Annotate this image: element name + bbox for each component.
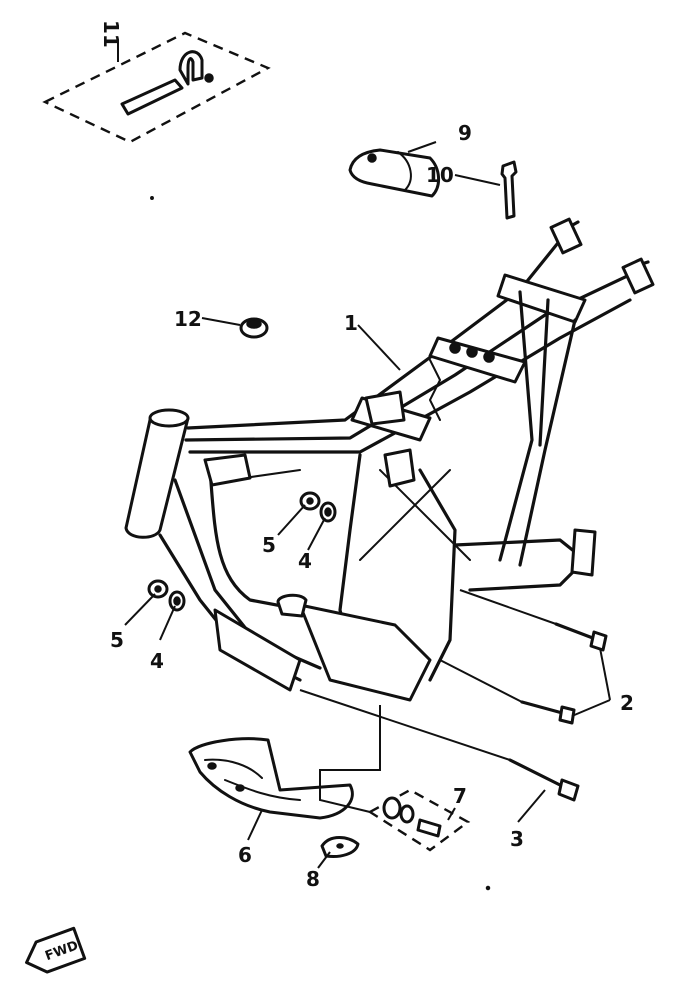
- frame-upper-gusset: [364, 390, 406, 426]
- part-2-bolt-upper: [554, 622, 608, 652]
- part-5-nut-upper: [299, 491, 321, 511]
- part-4-collar-lower: [168, 590, 186, 612]
- part-12-grommet: [239, 317, 269, 339]
- part-12-grommet-hole: [246, 319, 262, 329]
- frame-plate-hole: [483, 351, 495, 363]
- callout-12: 12: [174, 307, 202, 331]
- frame-top-rail-inner: [188, 298, 632, 454]
- callout-8: 8: [306, 867, 320, 891]
- part-5-nut-lower: [147, 579, 169, 599]
- callout-4-upper: 4: [298, 549, 312, 573]
- part-10-clip-body: [500, 160, 518, 220]
- part-11-dashed-outline: [42, 31, 271, 144]
- callout-3: 3: [510, 827, 524, 851]
- callout-10: 10: [426, 163, 454, 187]
- part-11-clip: [204, 73, 214, 83]
- frame-head-tube: [124, 410, 190, 539]
- fwd-arrow-icon: [25, 926, 87, 974]
- part-11-hook: [178, 50, 204, 86]
- callout-5-upper: 5: [262, 533, 276, 557]
- callout-9: 9: [458, 121, 472, 145]
- callout-7: 7: [453, 784, 467, 808]
- part-11-group: [42, 31, 271, 144]
- part-6-skid-plate-ridge: [204, 758, 263, 779]
- frame-rear-tab-right: [621, 257, 655, 295]
- part-8-plate: [320, 836, 360, 858]
- part-7-dashed-outline: [367, 788, 471, 852]
- frame-rear-stay-left: [498, 290, 534, 562]
- frame-cradle-left: [208, 468, 332, 617]
- part-7-bolt: [416, 818, 442, 838]
- frame-rear-stay-right: [518, 318, 577, 567]
- part-11-bracket: [120, 78, 184, 116]
- part-6-skid-plate-hole: [207, 762, 217, 770]
- frame-small-bracket: [276, 593, 308, 618]
- frame-head-tube-top: [148, 408, 190, 428]
- part-4-collar-upper: [319, 501, 337, 523]
- part-6-skid-plate: [188, 737, 354, 820]
- callout-2: 2: [620, 691, 634, 715]
- frame-cross-plate-mid: [428, 336, 527, 384]
- scan-specks: [150, 196, 491, 891]
- part-7-washer: [382, 796, 402, 820]
- callout-numbers: 11 9 10 12 1 5 4 5 4 2 3 7 6 8: [99, 20, 634, 891]
- part-2-bolt-lower: [520, 700, 576, 725]
- frame-skid-mount: [213, 608, 302, 692]
- frame-rear-tab-left: [549, 217, 583, 255]
- part-7-lockwasher: [399, 804, 415, 824]
- part-9-pad-fold: [397, 151, 412, 191]
- frame-spring-detail: [429, 359, 441, 421]
- leader-lines: [117, 40, 611, 869]
- frame-cross-plate-upper: [496, 273, 587, 324]
- frame-rear-stay-mid: [538, 298, 550, 447]
- frame-plate-hole: [466, 346, 478, 358]
- part-9-pad-hole: [367, 153, 377, 163]
- frame-cradle-rear: [418, 468, 457, 682]
- part-6-skid-plate-ridge: [224, 779, 301, 801]
- callout-11: 11: [99, 20, 123, 48]
- part-6-skid-plate-hole: [235, 784, 245, 792]
- part-7-group: [367, 788, 471, 852]
- part-10-clip: [500, 160, 518, 220]
- callout-4-lower: 4: [150, 649, 164, 673]
- frame-mid-bracket: [383, 448, 416, 488]
- frame-lower-plate: [298, 603, 432, 702]
- callout-1: 1: [344, 311, 358, 335]
- part-9-pad: [348, 148, 440, 198]
- frame-engine-mount-tab: [203, 453, 252, 487]
- callout-6: 6: [238, 843, 252, 867]
- frame-side-tab: [570, 528, 597, 577]
- part-1-frame: [124, 217, 655, 702]
- part-3-bolt: [508, 758, 580, 802]
- fwd-direction-badge: FWD: [25, 926, 87, 974]
- part-6-skid-plate-body: [188, 737, 354, 820]
- frame-plate-hole: [449, 342, 461, 354]
- callout-5-lower: 5: [110, 628, 124, 652]
